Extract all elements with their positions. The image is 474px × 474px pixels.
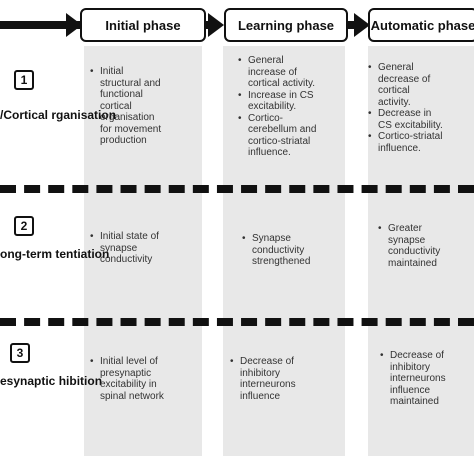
cell-line: cortical <box>378 85 410 96</box>
cell-line: inhibitory <box>390 361 431 373</box>
row-label-long-term-potentiation: ong-term tentiation <box>0 247 109 262</box>
cell-line: Decrease in <box>378 108 432 119</box>
timeline-arrow-head-3 <box>354 13 370 37</box>
cell-line: Cortico- <box>248 112 284 124</box>
row-label-cortical-organisation: /Cortical rganisation <box>0 108 116 123</box>
cell-line: synapse <box>388 234 426 246</box>
cell-line: Synapse <box>252 233 291 244</box>
bullet-item: Increase in CS excitability. <box>236 90 344 113</box>
bullet-item: General increase of cortical activity. <box>236 55 344 90</box>
timeline-arrow-head-2 <box>208 13 224 37</box>
cell-line: organisation <box>100 112 155 123</box>
bullet-item: Decrease of inhibitory interneurons infl… <box>228 356 344 402</box>
row-separator-1 <box>0 185 474 193</box>
cell-line: synapse <box>100 242 138 254</box>
row-label-presynaptic-inhibition: esynaptic hibition <box>0 374 102 389</box>
cell-line: influence. <box>248 147 291 158</box>
cell-line: Initial state of <box>100 231 159 242</box>
cell-line: structural and <box>100 77 161 89</box>
cell-line: decrease of <box>378 73 431 85</box>
cell-learning-cortical: General increase of cortical activity. I… <box>236 55 344 159</box>
cell-automatic-cortical: General decrease of cortical activity. D… <box>366 62 474 154</box>
cell-line: spinal network <box>100 390 164 402</box>
cell-line: interneurons <box>390 373 446 384</box>
cell-line: functional <box>100 89 143 100</box>
cell-line: maintained <box>388 257 437 269</box>
phase-header-initial: Initial phase <box>80 8 206 42</box>
cell-line: influence <box>240 390 281 402</box>
cell-automatic-presynaptic: Decrease of inhibitory interneurons infl… <box>378 350 474 408</box>
cell-line: Cortico-striatal <box>378 131 443 142</box>
bullet-item: Greater synapse conductivity maintained <box>376 223 474 269</box>
cell-line: increase of <box>248 66 297 78</box>
bullet-item: Decrease of inhibitory interneurons infl… <box>378 350 474 408</box>
cell-learning-presynaptic: Decrease of inhibitory interneurons infl… <box>228 356 344 402</box>
row-number-1: 1 <box>14 70 34 90</box>
cell-line: Decrease of <box>240 356 294 367</box>
cell-line: Decrease of <box>390 350 444 361</box>
bullet-item: Cortico-striatal influence. <box>366 131 474 154</box>
cell-initial-cortical: Initial structural and functional cortic… <box>88 66 198 147</box>
cell-line: for movement <box>100 123 162 135</box>
cell-line: excitability in <box>100 379 157 390</box>
cell-line: inhibitory <box>240 367 281 379</box>
phase-header-automatic: Automatic phase <box>368 8 474 42</box>
bullet-item: Initial structural and functional cortic… <box>88 66 198 147</box>
row-label-line: esynaptic <box>0 374 56 388</box>
cell-line: conductivity <box>388 246 441 257</box>
bullet-item: Initial level of presynaptic excitabilit… <box>88 356 200 402</box>
cell-learning-ltp: Synapse conductivity strengthened <box>240 233 344 268</box>
cell-line: activity. <box>378 96 411 108</box>
timeline-arrow-head-1 <box>66 13 82 37</box>
cell-line: Initial level of <box>100 356 158 367</box>
cell-line: General <box>248 55 284 66</box>
row-separator-2 <box>0 318 474 326</box>
bullet-item: General decrease of cortical activity. <box>366 62 474 108</box>
phase-header-learning: Learning phase <box>224 8 348 42</box>
cell-line: CS excitability. <box>378 119 443 131</box>
cell-line: conductivity <box>252 244 305 256</box>
cell-line: maintained <box>390 396 439 407</box>
timeline-arrow-bar <box>0 21 80 29</box>
bullet-item: Decrease in CS excitability. <box>366 108 474 131</box>
row-number-3: 3 <box>10 343 30 363</box>
cell-line: influence <box>390 384 431 396</box>
cell-line: cortical <box>100 100 132 112</box>
bullet-item: Synapse conductivity strengthened <box>240 233 344 268</box>
bullet-item: Initial state of synapse conductivity <box>88 231 200 266</box>
cell-line: General <box>378 62 414 73</box>
cell-line: cortical activity. <box>248 78 316 89</box>
cell-line: Initial <box>100 66 124 77</box>
cell-line: presynaptic <box>100 367 152 379</box>
row-label-line: ong-term <box>0 247 52 261</box>
cell-line: interneurons <box>240 379 296 390</box>
cell-line: Increase in CS <box>248 89 314 101</box>
cell-line: excitability. <box>248 101 297 112</box>
cell-automatic-ltp: Greater synapse conductivity maintained <box>376 223 474 269</box>
bullet-item: Cortico- cerebellum and cortico-striatal… <box>236 113 344 159</box>
cell-line: production <box>100 135 147 146</box>
row-number-2: 2 <box>14 216 34 236</box>
cell-line: influence. <box>378 142 421 154</box>
cell-initial-ltp: Initial state of synapse conductivity <box>88 231 200 266</box>
cell-line: cerebellum and <box>248 124 317 135</box>
row-label-line: /Cortical <box>0 108 49 122</box>
cell-line: conductivity <box>100 254 153 265</box>
cell-line: Greater <box>388 223 422 234</box>
cell-line: strengthened <box>252 256 311 267</box>
cell-initial-presynaptic: Initial level of presynaptic excitabilit… <box>88 356 200 402</box>
cell-line: cortico-striatal <box>248 135 311 147</box>
